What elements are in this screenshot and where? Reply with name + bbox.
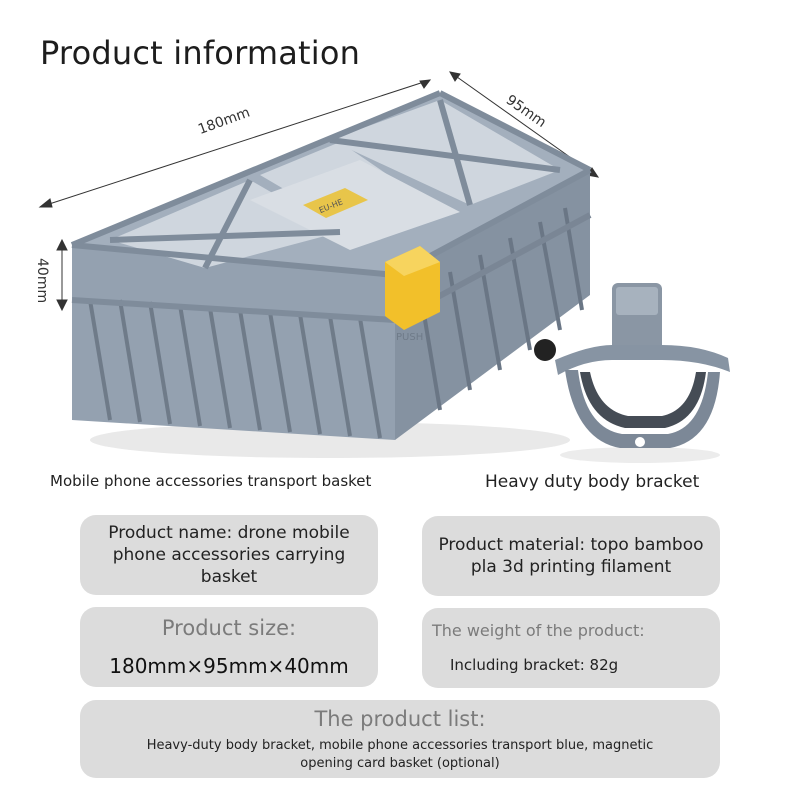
product-name-text: Product name: drone mobile phone accesso… — [108, 522, 350, 588]
page-title: Product information — [40, 34, 361, 72]
bracket-caption: Heavy duty body bracket — [485, 472, 700, 492]
product-size-card: Product size: 180mm×95mm×40mm — [80, 607, 378, 687]
transport-basket-image: EU-HE PUSH — [70, 90, 592, 458]
product-weight-label: The weight of the product: — [432, 620, 645, 640]
product-list-value: Heavy-duty body bracket, mobile phone ac… — [146, 738, 654, 771]
product-material-card: Product material: topo bamboo pla 3d pri… — [422, 516, 720, 596]
product-illustration: EU-HE PUSH — [38, 71, 730, 463]
basket-side-text: PUSH — [396, 332, 423, 343]
product-list-label: The product list: — [314, 706, 486, 731]
product-weight-card: The weight of the product: Including bra… — [422, 608, 720, 688]
product-size-label: Product size: — [161, 616, 297, 641]
product-material-text: Product material: topo bamboo pla 3d pri… — [438, 534, 704, 577]
height-dimension-label: 40mm — [34, 258, 50, 304]
body-bracket-image — [534, 283, 730, 463]
product-name-card: Product name: drone mobile phone accesso… — [80, 515, 378, 595]
dimension-lines — [38, 71, 600, 312]
product-weight-value: Including bracket: 82g — [450, 655, 619, 674]
basket-caption: Mobile phone accessories transport baske… — [50, 472, 372, 490]
product-list-card: The product list: Heavy-duty body bracke… — [80, 700, 720, 778]
product-size-value: 180mm×95mm×40mm — [109, 653, 349, 678]
